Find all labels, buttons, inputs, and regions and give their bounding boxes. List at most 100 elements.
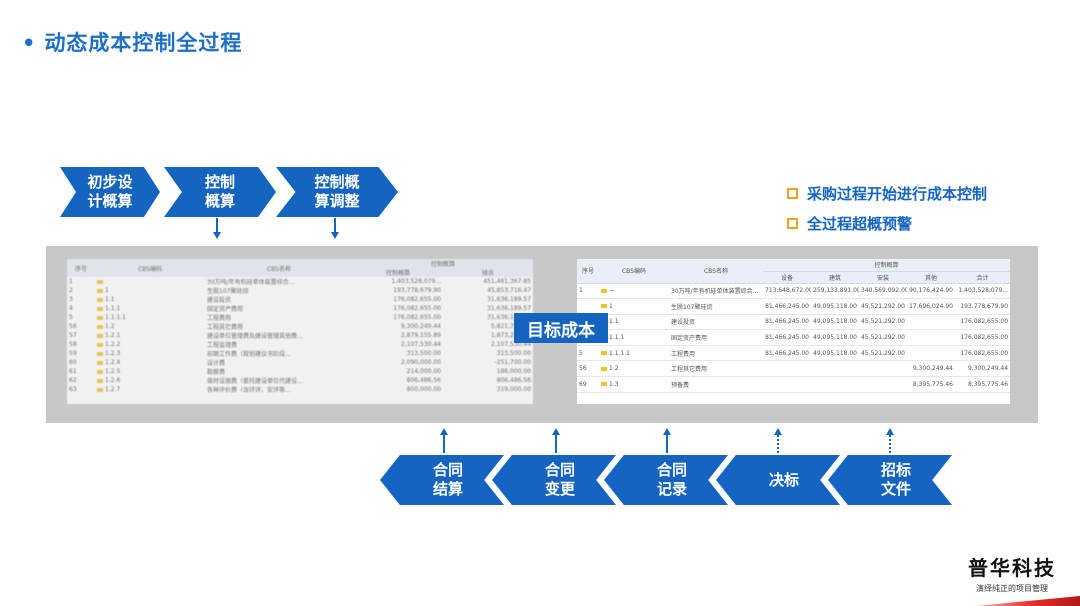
table-cell: 9,300,249.44 bbox=[400, 323, 441, 330]
connector-line bbox=[216, 218, 218, 232]
cbs-code-cell: 1.1.1 bbox=[599, 329, 669, 346]
chevron-label-1: 控制 bbox=[204, 173, 235, 191]
cbs-code-cell: 1.2 bbox=[599, 360, 669, 378]
column-header: CBS编码 bbox=[95, 259, 205, 277]
column-header: 合计 bbox=[955, 271, 1010, 284]
cbs-code-cell: 1.2 bbox=[95, 322, 205, 331]
table-cell bbox=[811, 376, 859, 393]
table-cell bbox=[859, 360, 907, 378]
connector-line bbox=[555, 435, 557, 453]
table-cell: 1 bbox=[577, 283, 599, 300]
table-row[interactable]: 41.1.1固定资产费用81,466,245.0049,095,118.0045… bbox=[577, 329, 1010, 346]
folder-icon bbox=[601, 288, 607, 293]
cell-text: 1.2.5 bbox=[105, 368, 121, 375]
table-cell: 建设投资 bbox=[669, 314, 763, 331]
table-cell: 176,082,655.00 bbox=[955, 345, 1010, 362]
cell-text: 1.2.6 bbox=[105, 377, 121, 384]
chevron-preliminary-estimate[interactable]: 初步设计概算 bbox=[60, 167, 160, 217]
table-cell: 49,095,118.00 bbox=[811, 314, 859, 331]
table-cell: 713,648,672.00 bbox=[763, 283, 811, 300]
chevron-bid-award[interactable]: 决标 bbox=[716, 455, 840, 505]
chevron-label-1: 招标 bbox=[880, 461, 911, 479]
table-cell: 勘察费 bbox=[207, 369, 226, 376]
table-cell: 61 bbox=[69, 368, 77, 375]
cbs-code-cell: 1.1.1.1 bbox=[95, 313, 205, 322]
table-cell: 176,082,655.00 bbox=[393, 305, 441, 312]
table-cell: 176,082,655.00 bbox=[393, 296, 441, 303]
column-header: 其他 bbox=[907, 271, 955, 284]
target-cost-label: 目标成本 bbox=[514, 313, 608, 343]
table-cell: 2,107,530.44 bbox=[400, 341, 441, 348]
chevron-contract-record[interactable]: 合同记录 bbox=[604, 455, 728, 505]
cell-text: 1.1.1 bbox=[609, 334, 625, 342]
table-cell: 2 bbox=[69, 287, 73, 294]
cell-text: 1.2.7 bbox=[105, 386, 121, 393]
bullet-item: 全过程超概预警 bbox=[787, 208, 987, 238]
folder-icon bbox=[97, 342, 103, 347]
cell-text: 1 bbox=[609, 302, 613, 310]
table-cell: 工程监理费 bbox=[207, 342, 238, 349]
chevron-label-1: 合同 bbox=[656, 461, 687, 479]
table-cell: 9,300,249.44 bbox=[907, 360, 955, 378]
folder-icon bbox=[97, 351, 103, 356]
table-cell: 建设投资 bbox=[207, 297, 232, 304]
slide-title-text: 动态成本控制全过程 bbox=[44, 31, 243, 55]
table-cell: 临时设施费（委托建设单位代建设... bbox=[207, 378, 303, 385]
connector-line bbox=[666, 435, 668, 453]
column-header: 设备 bbox=[763, 271, 811, 284]
cbs-code-cell: 1.1 bbox=[95, 295, 205, 304]
table-cell: 30万吨/年有机硅单体装置综合... bbox=[669, 283, 763, 300]
table-cell: 工程其它费用 bbox=[207, 324, 244, 331]
table-cell: 31,636,189.57 bbox=[487, 296, 532, 303]
table-cell: 2,879,155.89 bbox=[400, 332, 441, 339]
table-cell: 81,466,245.00 bbox=[763, 314, 811, 331]
bullet-list: 采购过程开始进行成本控制 全过程超概预警 bbox=[787, 178, 987, 238]
chevron-tender-documents[interactable]: 招标文件 bbox=[828, 455, 952, 505]
table-cell: 56 bbox=[577, 360, 599, 378]
table-cell: 806,486.56 bbox=[496, 377, 532, 384]
chevron-label-2: 文件 bbox=[880, 480, 911, 498]
cbs-code-cell: 1 bbox=[95, 286, 205, 295]
cbs-code-cell: 1.2.5 bbox=[95, 367, 205, 376]
chevron-contract-settlement[interactable]: 合同结算 bbox=[380, 455, 504, 505]
table-cell: 45,853,716.47 bbox=[487, 287, 532, 294]
chevron-label-1: 合同 bbox=[432, 461, 463, 479]
cell-text: 1.1.1 bbox=[105, 305, 121, 312]
table-cell: 214,000.00 bbox=[406, 368, 441, 375]
folder-icon bbox=[97, 324, 103, 329]
cbs-code-cell: — bbox=[599, 283, 669, 300]
chevron-contract-change[interactable]: 合同变更 bbox=[492, 455, 616, 505]
chevron-estimate-adjustment[interactable]: 控制概算调整 bbox=[276, 167, 398, 217]
table-cell bbox=[811, 360, 859, 378]
cell-text: — bbox=[609, 287, 615, 295]
table-cell: 31,636,189.57 bbox=[487, 314, 532, 321]
connector-line bbox=[443, 435, 445, 453]
chevron-control-estimate[interactable]: 控制概算 bbox=[164, 167, 276, 217]
table-cell bbox=[907, 329, 955, 346]
table-cell: 176,082,655.00 bbox=[393, 314, 441, 321]
column-header: 建筑 bbox=[811, 271, 859, 284]
table-cell: 工程费用 bbox=[669, 345, 763, 362]
table-cell bbox=[763, 360, 811, 378]
table-cell: 1,873,277.89 bbox=[490, 332, 532, 339]
